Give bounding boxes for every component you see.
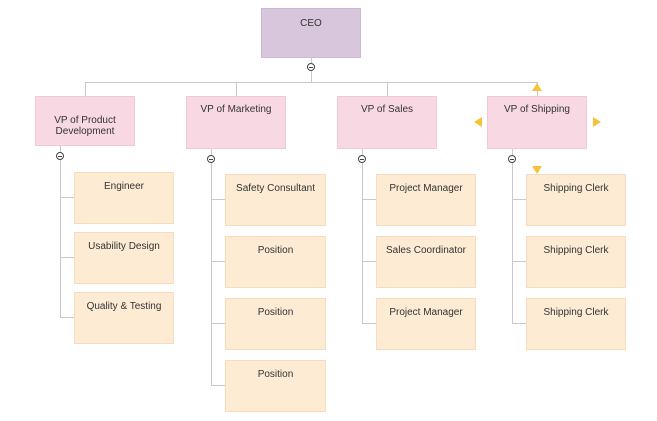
selection-handle-up-icon[interactable] — [532, 83, 542, 91]
vp-sales-node[interactable]: VP of Sales — [337, 96, 437, 149]
position-node[interactable]: Position — [225, 236, 326, 288]
position-label: Safety Consultant — [236, 183, 315, 194]
position-node[interactable]: Shipping Clerk — [526, 174, 626, 226]
vp-marketing-collapse-toggle[interactable] — [207, 155, 215, 163]
position-node[interactable]: Quality & Testing — [74, 292, 174, 344]
ceo-collapse-toggle[interactable] — [307, 63, 315, 71]
vp-product-development-node[interactable]: VP of Product Development — [35, 96, 135, 146]
vp-shipping-collapse-toggle[interactable] — [508, 155, 516, 163]
vp-product-development-label: VP of Product Development — [54, 115, 116, 137]
selection-handle-down-icon[interactable] — [532, 166, 542, 174]
position-label: Sales Coordinator — [385, 245, 467, 256]
ceo-label: CEO — [300, 18, 322, 29]
position-label: Quality & Testing — [86, 301, 162, 312]
position-label: Shipping Clerk — [543, 183, 609, 194]
position-node[interactable]: Project Manager — [376, 298, 476, 350]
position-node[interactable]: Shipping Clerk — [526, 298, 626, 350]
position-node[interactable]: Position — [225, 298, 326, 350]
position-label: Shipping Clerk — [543, 307, 609, 318]
vp-marketing-node[interactable]: VP of Marketing — [186, 96, 286, 149]
selection-handle-right-icon[interactable] — [593, 117, 601, 127]
position-node[interactable]: Project Manager — [376, 174, 476, 226]
vp-shipping-node[interactable]: VP of Shipping — [487, 96, 587, 149]
position-node[interactable]: Sales Coordinator — [376, 236, 476, 288]
ceo-node[interactable]: CEO — [261, 8, 361, 58]
position-label: Project Manager — [389, 183, 463, 194]
selection-handle-left-icon[interactable] — [474, 117, 482, 127]
position-node[interactable]: Safety Consultant — [225, 174, 326, 226]
position-label: Shipping Clerk — [543, 245, 609, 256]
position-label: Position — [257, 307, 294, 318]
position-label: Engineer — [103, 181, 145, 192]
position-node[interactable]: Usability Design — [74, 232, 174, 284]
vp-marketing-label: VP of Marketing — [200, 104, 272, 115]
vp-sales-label: VP of Sales — [360, 104, 414, 115]
position-label: Position — [257, 245, 294, 256]
position-node[interactable]: Position — [225, 360, 326, 412]
vp-sales-collapse-toggle[interactable] — [358, 155, 366, 163]
position-label: Usability Design — [88, 241, 160, 252]
vp-shipping-label: VP of Shipping — [504, 104, 570, 115]
position-label: Position — [257, 369, 294, 380]
position-node[interactable]: Engineer — [74, 172, 174, 224]
position-node[interactable]: Shipping Clerk — [526, 236, 626, 288]
vp-product-development-collapse-toggle[interactable] — [56, 152, 64, 160]
position-label: Project Manager — [389, 307, 463, 318]
